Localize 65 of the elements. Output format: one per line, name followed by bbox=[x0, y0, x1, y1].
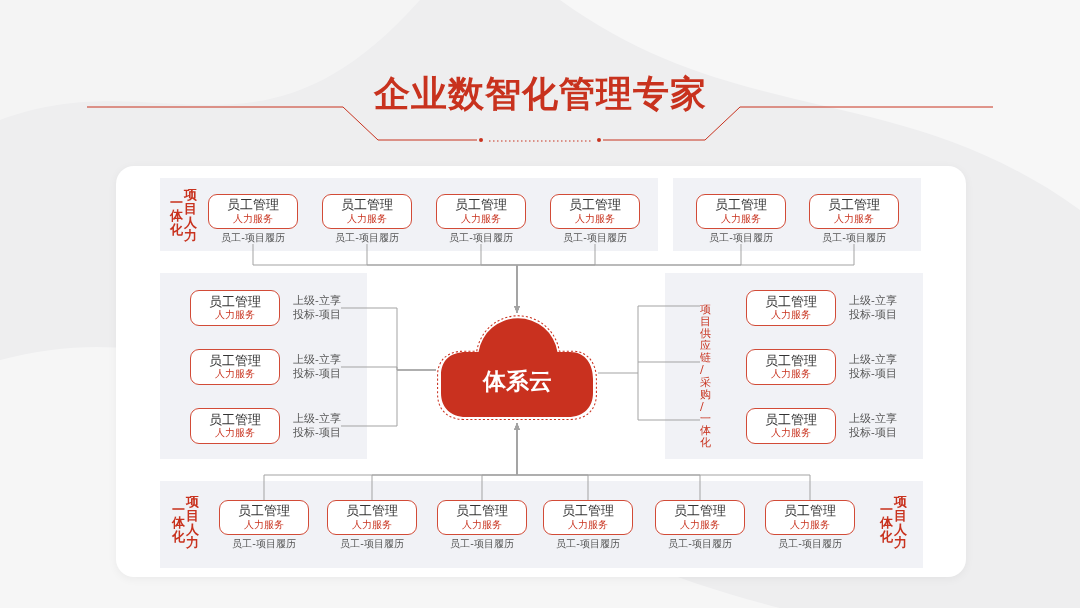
box-subtitle: 人力服务 bbox=[721, 212, 761, 225]
section-band bbox=[160, 178, 658, 251]
box-title: 员工管理 bbox=[227, 198, 279, 213]
box-caption: 员工-项目履历 bbox=[709, 232, 773, 244]
box-title: 员工管理 bbox=[569, 198, 621, 213]
box-title: 员工管理 bbox=[209, 353, 261, 368]
section-band bbox=[673, 178, 921, 251]
connector-line bbox=[597, 305, 701, 421]
box-subtitle: 人力服务 bbox=[215, 368, 255, 381]
vertical-label: 项目供应链/采购/一体化 bbox=[700, 304, 711, 450]
box-title: 员工管理 bbox=[765, 353, 817, 368]
box-caption: 员工-项目履历 bbox=[232, 538, 296, 550]
section-band bbox=[160, 273, 367, 459]
box-caption: 员工-项目履历 bbox=[563, 232, 627, 244]
box-caption: 员工-项目履历 bbox=[449, 232, 513, 244]
box-title: 员工管理 bbox=[828, 198, 880, 213]
box-subtitle: 人力服务 bbox=[347, 212, 387, 225]
box-title: 员工管理 bbox=[715, 198, 767, 213]
side-note: 上级-立享投标-项目 bbox=[293, 294, 341, 322]
box-subtitle: 人力服务 bbox=[215, 427, 255, 440]
box-subtitle: 人力服务 bbox=[575, 212, 615, 225]
box-title: 员工管理 bbox=[341, 198, 393, 213]
box-caption: 员工-项目履历 bbox=[340, 538, 404, 550]
box-subtitle: 人力服务 bbox=[771, 368, 811, 381]
box-title: 员工管理 bbox=[456, 504, 508, 519]
box-title: 员工管理 bbox=[784, 504, 836, 519]
box-title: 员工管理 bbox=[455, 198, 507, 213]
box-title: 员工管理 bbox=[765, 294, 817, 309]
side-note: 上级-立享投标-项目 bbox=[849, 294, 897, 322]
box-title: 员工管理 bbox=[209, 294, 261, 309]
box-subtitle: 人力服务 bbox=[461, 212, 501, 225]
box-title: 员工管理 bbox=[209, 412, 261, 427]
box-subtitle: 人力服务 bbox=[834, 212, 874, 225]
box-caption: 员工-项目履历 bbox=[221, 232, 285, 244]
page-title: 企业数智化管理专家 bbox=[373, 72, 707, 116]
arrow bbox=[514, 243, 855, 314]
box-caption: 员工-项目履历 bbox=[668, 538, 732, 550]
side-note: 上级-立享投标-项目 bbox=[849, 353, 897, 381]
box-subtitle: 人力服务 bbox=[771, 427, 811, 440]
box-subtitle: 人力服务 bbox=[680, 518, 720, 531]
box-subtitle: 人力服务 bbox=[568, 518, 608, 531]
box-subtitle: 人力服务 bbox=[244, 518, 284, 531]
side-note: 上级-立享投标-项目 bbox=[293, 412, 341, 440]
box-subtitle: 人力服务 bbox=[352, 518, 392, 531]
box-title: 员工管理 bbox=[674, 504, 726, 519]
box-subtitle: 人力服务 bbox=[462, 518, 502, 531]
box-caption: 员工-项目履历 bbox=[450, 538, 514, 550]
box-title: 员工管理 bbox=[346, 504, 398, 519]
cloud-label: 体系云 bbox=[482, 368, 552, 396]
box-title: 员工管理 bbox=[765, 412, 817, 427]
side-note: 上级-立享投标-项目 bbox=[849, 412, 897, 440]
box-title: 员工管理 bbox=[562, 504, 614, 519]
box-caption: 员工-项目履历 bbox=[556, 538, 620, 550]
box-subtitle: 人力服务 bbox=[233, 212, 273, 225]
box-caption: 员工-项目履历 bbox=[335, 232, 399, 244]
section-band bbox=[665, 273, 923, 459]
side-note: 上级-立享投标-项目 bbox=[293, 353, 341, 381]
box-caption: 员工-项目履历 bbox=[778, 538, 842, 550]
box-subtitle: 人力服务 bbox=[790, 518, 830, 531]
box-caption: 员工-项目履历 bbox=[822, 232, 886, 244]
section-band bbox=[160, 481, 923, 568]
box-title: 员工管理 bbox=[238, 504, 290, 519]
box-subtitle: 人力服务 bbox=[215, 309, 255, 322]
connector-line bbox=[340, 369, 437, 427]
box-subtitle: 人力服务 bbox=[771, 309, 811, 322]
